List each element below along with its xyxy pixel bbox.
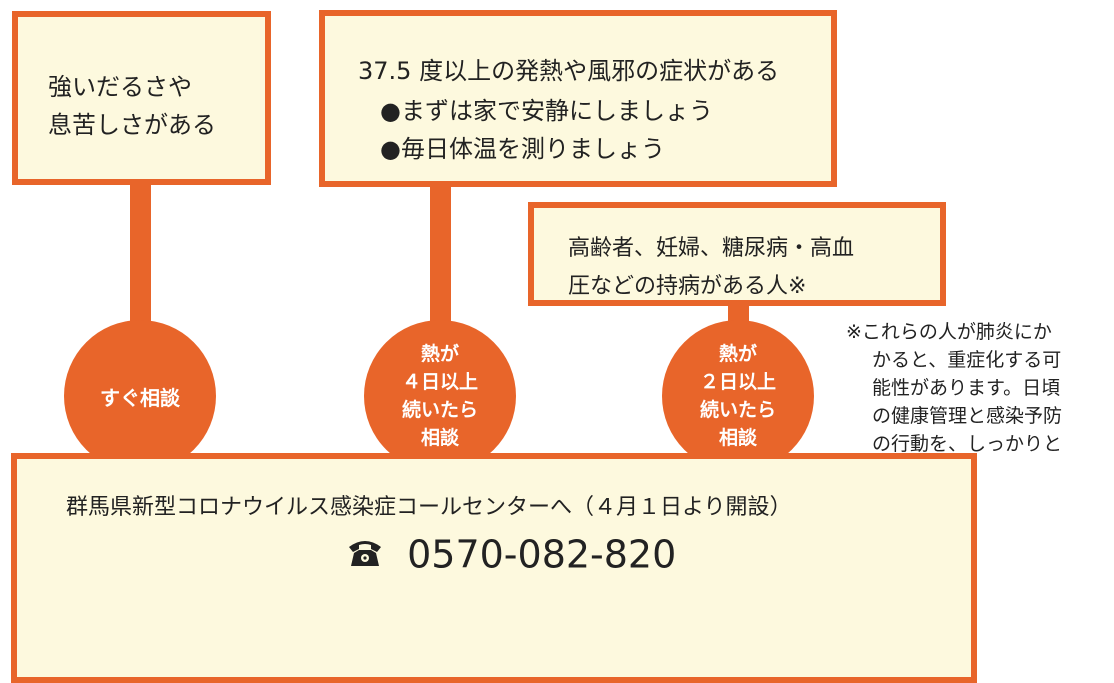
four-days-line-2: ４日以上 xyxy=(401,371,478,393)
high-risk-line-1: 高齢者、妊婦、糖尿病・高血 xyxy=(568,236,855,261)
telephone-icon xyxy=(347,530,383,580)
fever-advice-rest: ●まずは家で安静にしましょう xyxy=(380,97,713,125)
severe-symptoms-line-1: 強いだるさや xyxy=(48,73,192,101)
two-days-line-4: 相談 xyxy=(718,427,757,449)
fever-symptoms-title: 37.5 度以上の発熱や風邪の症状がある xyxy=(358,57,780,85)
footnote-line-3: 能性があります。日頃 xyxy=(872,377,1061,399)
footnote-line-2: かると、重症化する可 xyxy=(872,349,1062,371)
consult-after-two-days-circle: 熱が ２日以上 続いたら 相談 xyxy=(662,320,814,472)
two-days-line-1: 熱が xyxy=(718,343,757,365)
footnote-line-5: の行動を、しっかりと xyxy=(872,433,1063,455)
consult-immediately-circle: すぐ相談 xyxy=(64,320,216,472)
two-days-line-3: 続いたら xyxy=(699,399,776,421)
consult-after-four-days-circle: 熱が ４日以上 続いたら 相談 xyxy=(364,320,516,472)
call-center-box: 群馬県新型コロナウイルス感染症コールセンターへ（４月１日より開設） 0570-0… xyxy=(11,453,977,683)
call-center-phone-number[interactable]: 0570-082-820 xyxy=(407,532,677,577)
call-center-phone-row: 0570-082-820 xyxy=(347,527,676,580)
high-risk-line-2: 圧などの持病がある人※ xyxy=(568,274,807,299)
four-days-line-1: 熱が xyxy=(420,343,459,365)
fever-advice-temperature: ●毎日体温を測りましょう xyxy=(380,135,665,163)
four-days-line-4: 相談 xyxy=(420,427,459,449)
consult-immediately-label: すぐ相談 xyxy=(100,385,180,410)
severe-symptoms-line-2: 息苦しさがある xyxy=(48,111,216,139)
four-days-line-3: 続いたら xyxy=(401,399,478,421)
fever-symptoms-box: 37.5 度以上の発熱や風邪の症状がある ●まずは家で安静にしましょう ●毎日体… xyxy=(319,10,837,187)
severe-symptoms-box: 強いだるさや 息苦しさがある xyxy=(12,11,271,185)
call-center-title: 群馬県新型コロナウイルス感染症コールセンターへ（４月１日より開設） xyxy=(66,495,792,520)
footnote-line-1: ※これらの人が肺炎にか xyxy=(846,321,1052,343)
two-days-line-2: ２日以上 xyxy=(699,371,776,393)
high-risk-box: 高齢者、妊婦、糖尿病・高血 圧などの持病がある人※ xyxy=(528,202,946,306)
footnote-line-4: の健康管理と感染予防 xyxy=(872,405,1063,427)
